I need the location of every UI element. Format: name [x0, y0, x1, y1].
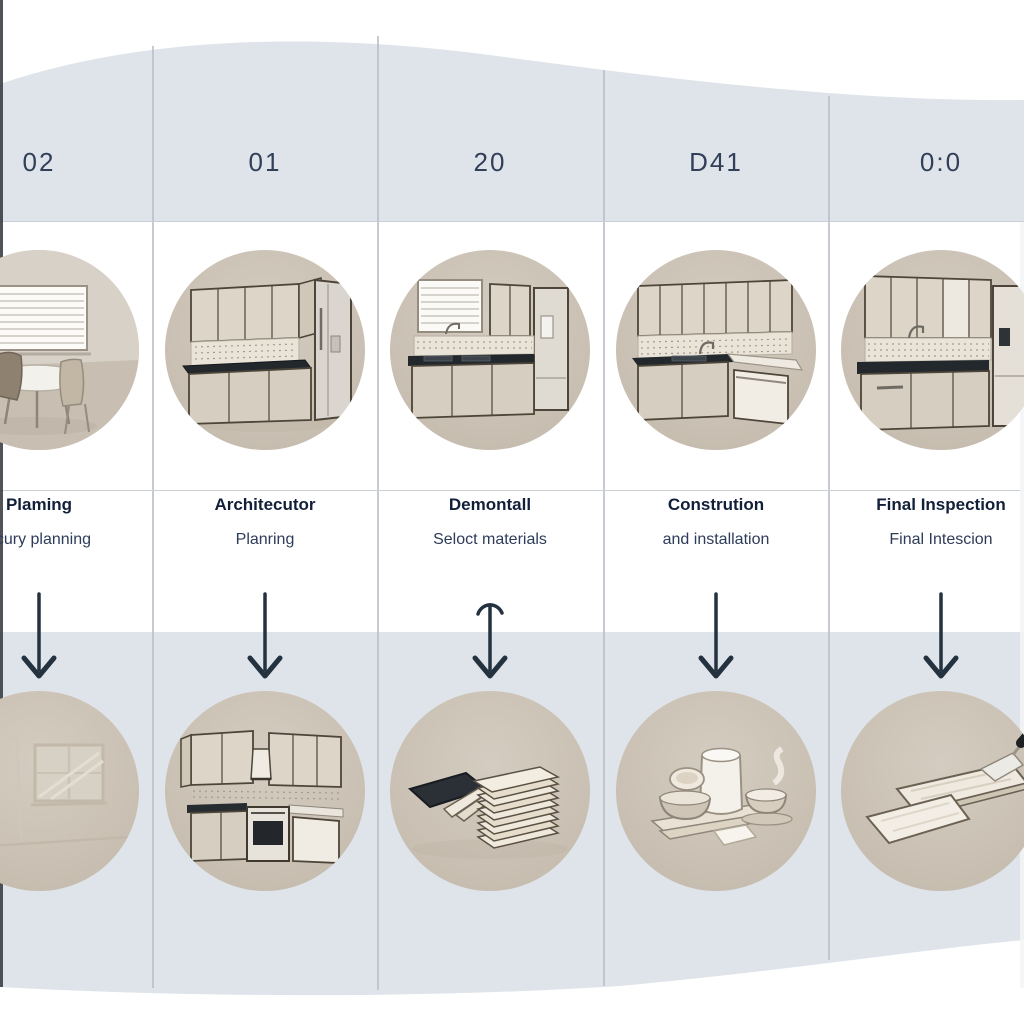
row-divider [0, 490, 1024, 491]
step-top-circle [165, 250, 365, 450]
step-subtitle: Planring [235, 531, 295, 548]
step-bottom-circle [616, 691, 816, 891]
left-edge-artifact [0, 0, 3, 987]
step-column-1: 02 [0, 0, 152, 1024]
step-subtitle: and installation [662, 531, 770, 548]
empty-room-sketch [0, 733, 130, 847]
step-top-circle [0, 250, 139, 450]
step-column-3: 20 [377, 0, 603, 1024]
step-title: Architecutor [214, 495, 316, 514]
step-bottom-circle [390, 691, 590, 891]
step-bottom-circle [841, 691, 1024, 891]
pottery-materials-sketch [650, 746, 793, 846]
trowel-boards-sketch [865, 731, 1024, 845]
step-number: 20 [473, 147, 507, 177]
step-bottom-circle [0, 691, 139, 891]
step-number: D41 [689, 147, 743, 177]
down-arrow-icon [698, 592, 734, 679]
step-column-4: D41 Constrution and installation [603, 0, 829, 1024]
step-number: 01 [248, 147, 282, 177]
kitchen-fridge-sketch [857, 275, 1024, 431]
step-top-circle [616, 250, 816, 450]
column-divider [152, 46, 154, 988]
column-divider [377, 36, 379, 990]
step-column-5: 0:0 Final Inspection Final Inte [828, 0, 1024, 1024]
row-divider [0, 221, 1024, 222]
corner-kitchen-fridge-sketch [182, 277, 352, 432]
step-bottom-circle [165, 691, 365, 891]
step-subtitle: Final Intescion [889, 531, 993, 548]
down-arrow-icon [923, 592, 959, 679]
step-title: Demontall [448, 495, 532, 514]
down-arrow-icon [247, 592, 283, 679]
dining-room-sketch [0, 250, 139, 450]
tile-stack-sketch [407, 766, 568, 859]
kitchen-sink-dishwasher-sketch [632, 279, 804, 426]
step-title: Final Inspection [876, 495, 1006, 514]
step-top-circle [841, 250, 1024, 450]
step-number: 0:0 [919, 147, 963, 177]
step-subtitle: ecury planning [0, 531, 92, 548]
step-number: 02 [22, 147, 56, 177]
column-divider [603, 70, 605, 986]
down-arrow-icon [21, 592, 57, 679]
curved-down-arrow-icon [472, 603, 508, 679]
step-title: Constrution [667, 495, 765, 514]
step-subtitle: Seloct materials [433, 531, 547, 548]
kitchen-stove-sketch [180, 730, 344, 864]
step-title: Plaming [5, 495, 73, 514]
step-column-2: 01 Architecutor Plan [152, 0, 378, 1024]
column-divider [828, 96, 830, 960]
step-top-circle [390, 250, 590, 450]
kitchen-window-sink-sketch [408, 279, 569, 419]
right-edge-artifact [1020, 222, 1024, 988]
